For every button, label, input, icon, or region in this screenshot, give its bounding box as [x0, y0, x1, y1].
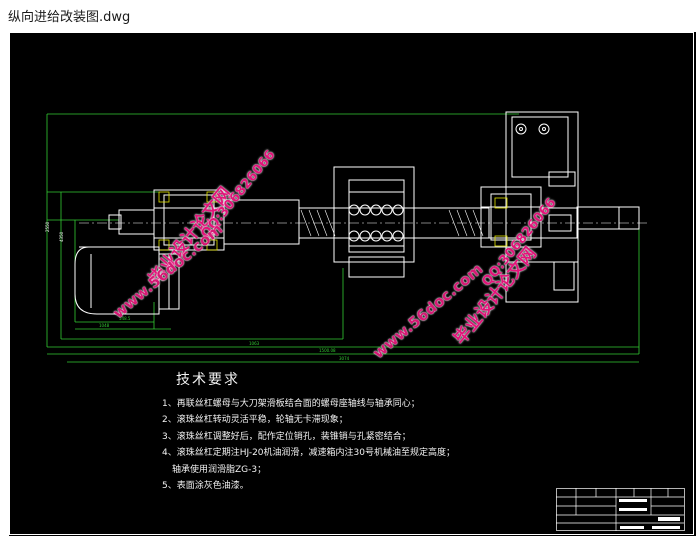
svg-text:1063: 1063 — [249, 341, 260, 346]
dimension-lines — [46, 113, 640, 363]
svg-text:4350: 4350 — [59, 231, 64, 242]
svg-text:1500.08: 1500.08 — [319, 348, 336, 353]
svg-text:2550: 2550 — [45, 221, 50, 232]
requirement-line: 1、再联丝杠螺母与大刀架滑板结合面的螺母座轴线与轴承同心； — [162, 398, 420, 409]
ball-nut — [333, 166, 415, 278]
title-block — [556, 488, 685, 531]
stepper-motor — [74, 246, 180, 315]
drawing-canvas[interactable]: 548.5 1048 1063 1500.08 3074 2550 4350 — [9, 32, 696, 536]
requirement-line: 2、滚珠丝杠转动灵活平稳，轮轴无卡滞现象； — [162, 415, 348, 425]
requirement-line: 4、滚珠丝杠定期注HJ-20机油润滑，减速箱内注30号机械油至规定高度； — [162, 448, 455, 458]
output-shaft — [576, 206, 640, 230]
dimension-texts: 548.5 1048 1063 1500.08 3074 — [99, 316, 350, 361]
requirement-line: 轴承使用润滑脂ZG-3； — [172, 464, 267, 475]
svg-text:548.5: 548.5 — [119, 316, 131, 321]
technical-requirements: 技术要求 1、再联丝杠螺母与大刀架滑板结合面的螺母座轴线与轴承同心； 2、滚珠丝… — [162, 372, 462, 495]
cad-drawing: 548.5 1048 1063 1500.08 3074 2550 4350 — [9, 32, 694, 535]
left-bearing-detail — [158, 191, 218, 251]
title-bar: 纵向进给改装图.dwg — [0, 0, 696, 30]
drawing-frame — [9, 32, 694, 535]
requirement-line: 3、滚珠丝杠调整好后，配作定位销孔，装锥销与孔紧密结合； — [162, 431, 411, 442]
left-bearing-housing — [108, 189, 300, 251]
right-bearing-detail — [494, 197, 508, 247]
svg-text:3074: 3074 — [339, 356, 350, 361]
technical-requirements-title: 技术要求 — [176, 372, 240, 388]
document-title: 纵向进给改装图.dwg — [8, 9, 131, 25]
svg-text:1048: 1048 — [99, 323, 110, 328]
vertical-dimension-texts: 2550 4350 — [45, 221, 64, 242]
requirement-line: 5、表面涂灰色油漆。 — [162, 481, 249, 491]
